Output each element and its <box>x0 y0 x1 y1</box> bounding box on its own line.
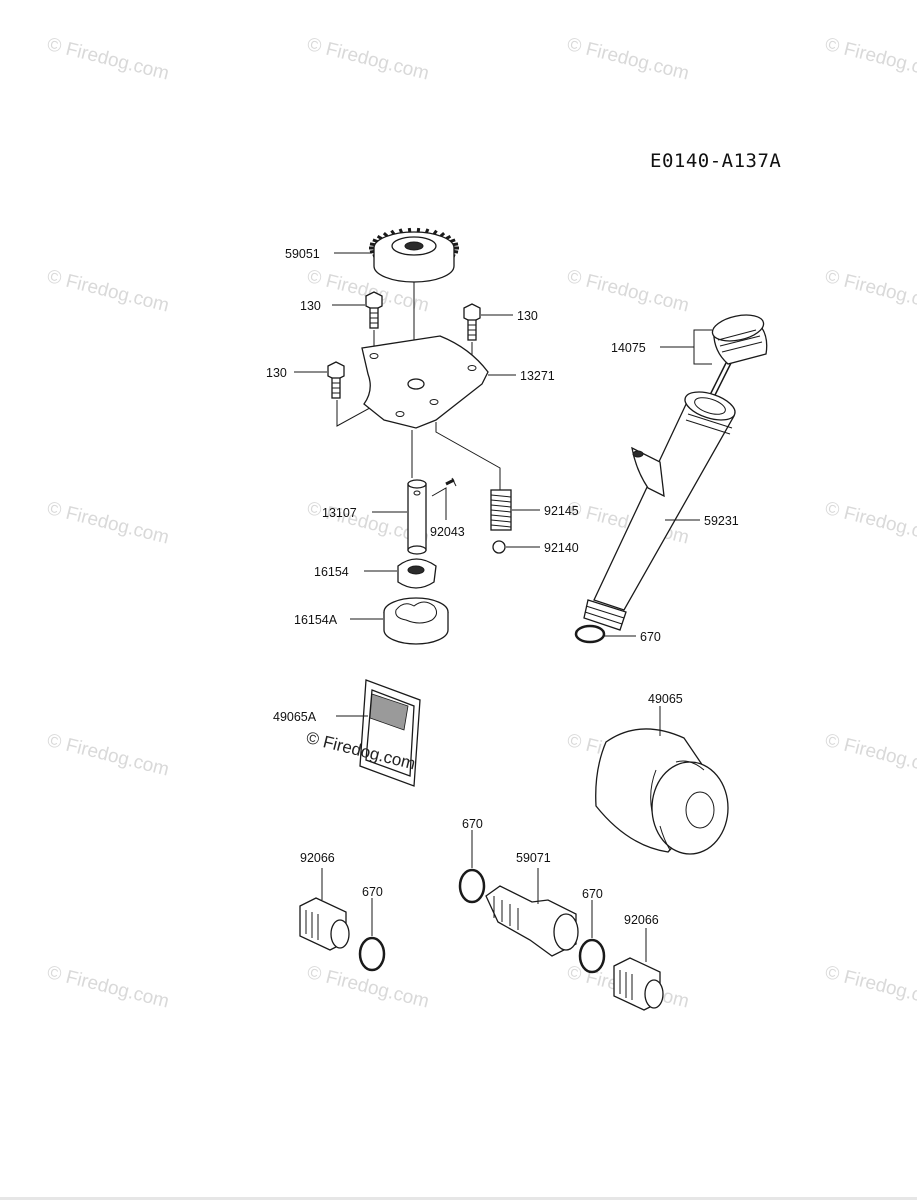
o-ring-670-right[interactable] <box>578 938 606 974</box>
label-130-c: 130 <box>266 366 287 380</box>
label-59051: 59051 <box>285 247 320 261</box>
filler-tube-59231[interactable] <box>583 387 738 631</box>
label-13107: 13107 <box>322 506 357 520</box>
label-49065A: 49065A <box>273 710 317 724</box>
bottom-border <box>0 1197 917 1200</box>
label-59071: 59071 <box>516 851 551 865</box>
oil-filter-49065[interactable] <box>595 728 729 855</box>
diagram-code: E0140-A137A <box>650 150 782 172</box>
gear-tooth <box>407 227 412 233</box>
pin-92043[interactable] <box>445 477 457 487</box>
label-130-a: 130 <box>300 299 321 313</box>
label-14075: 14075 <box>611 341 646 355</box>
label-670-a: 670 <box>640 630 661 644</box>
label-16154A: 16154A <box>294 613 338 627</box>
o-ring-670-left[interactable] <box>358 936 386 972</box>
label-92066-a: 92066 <box>300 851 335 865</box>
inner-rotor-16154[interactable] <box>397 558 437 589</box>
cover-plate-13271[interactable] <box>361 335 489 429</box>
label-16154: 16154 <box>314 565 349 579</box>
label-130-b: 130 <box>517 309 538 323</box>
label-92066-b: 92066 <box>624 913 659 927</box>
shaft-13107[interactable] <box>407 479 427 555</box>
o-ring-670-upper[interactable] <box>458 868 486 904</box>
gear-tooth <box>369 242 376 247</box>
label-92043: 92043 <box>430 525 465 539</box>
fitting-59071[interactable] <box>485 885 579 957</box>
drain-plug-92066-right[interactable] <box>613 957 664 1011</box>
bolt-130-left[interactable] <box>327 361 345 399</box>
o-ring-670-tube[interactable] <box>574 624 606 644</box>
label-670-d: 670 <box>582 887 603 901</box>
gear-tooth <box>452 242 459 247</box>
gear-59051[interactable] <box>369 227 459 283</box>
label-670-c: 670 <box>362 885 383 899</box>
dipstick-14075[interactable] <box>707 311 768 402</box>
gear-tooth <box>382 232 389 238</box>
label-670-b: 670 <box>462 817 483 831</box>
outer-rotor-16154A[interactable] <box>383 597 449 645</box>
gear-tooth <box>439 232 446 238</box>
bolt-130-upper-left[interactable] <box>365 291 383 329</box>
label-49065: 49065 <box>648 692 683 706</box>
label-13271: 13271 <box>520 369 555 383</box>
label-92145: 92145 <box>544 504 579 518</box>
label-92140: 92140 <box>544 541 579 555</box>
gear-tooth <box>416 227 421 233</box>
label-59231: 59231 <box>704 514 739 528</box>
spring-92145[interactable] <box>490 489 512 531</box>
bolt-130-upper-right[interactable] <box>463 303 481 341</box>
strainer-49065A[interactable] <box>359 679 421 787</box>
ball-92140[interactable] <box>492 540 506 554</box>
drain-plug-92066-left[interactable] <box>299 897 350 951</box>
